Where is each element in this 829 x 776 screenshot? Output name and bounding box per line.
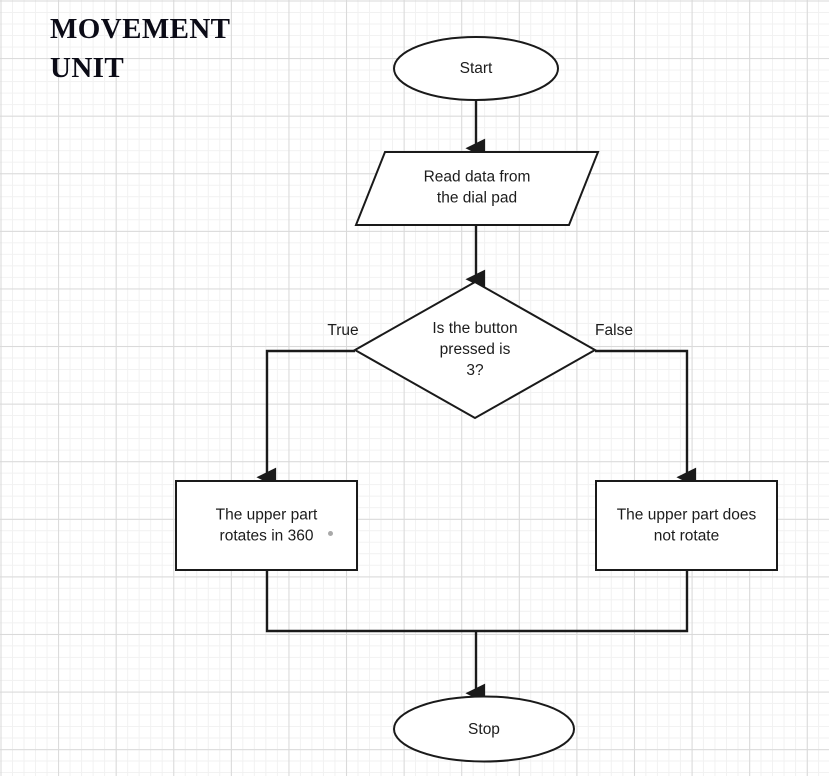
node-no-rotate[interactable]: The upper part does not rotate xyxy=(595,480,778,571)
scan-artifact-speck xyxy=(328,531,333,536)
stop-label: Stop xyxy=(468,721,500,738)
start-label: Start xyxy=(460,60,493,77)
start-terminator-shape[interactable] xyxy=(393,36,559,101)
read-data-io-shape[interactable] xyxy=(354,151,600,226)
node-stop[interactable]: Stop xyxy=(393,695,575,763)
no-rotate-line-1: The upper part does xyxy=(617,507,757,524)
decision-line-1: Is the button xyxy=(432,320,517,337)
edge-label-true: True xyxy=(327,322,358,339)
rotate-line-2: rotates in 360 xyxy=(220,528,314,545)
no-rotate-label: The upper part does not rotate xyxy=(617,507,757,545)
node-read-data[interactable]: Read data from the dial pad xyxy=(354,151,600,226)
read-data-line-2: the dial pad xyxy=(437,190,517,207)
connector-layer xyxy=(256,100,697,703)
stop-terminator-shape[interactable] xyxy=(393,695,575,763)
decision-line-2: pressed is xyxy=(440,341,511,358)
node-decision[interactable]: Is the button pressed is 3? xyxy=(352,280,598,420)
no-rotate-process-shape[interactable] xyxy=(595,480,778,571)
no-rotate-line-2: not rotate xyxy=(654,528,720,545)
rotate-label: The upper part rotates in 360 xyxy=(216,507,318,545)
edge-label-false: False xyxy=(595,322,633,339)
decision-line-3: 3? xyxy=(466,362,484,379)
node-rotate[interactable]: The upper part rotates in 360 xyxy=(175,480,358,571)
read-data-line-1: Read data from xyxy=(424,169,531,186)
page-title: MOVEMENT UNIT xyxy=(50,13,231,84)
rotate-line-1: The upper part xyxy=(216,507,318,524)
rotate-process-shape[interactable] xyxy=(175,480,358,571)
node-start[interactable]: Start xyxy=(393,36,559,101)
decision-diamond-shape[interactable] xyxy=(352,280,598,420)
edge-no-rotate-to-merge xyxy=(476,570,689,633)
edge-decision-true xyxy=(256,349,355,487)
edge-label-layer: True False xyxy=(327,322,633,339)
edge-rotate-to-merge xyxy=(265,570,476,633)
decision-label: Is the button pressed is 3? xyxy=(432,320,517,379)
edge-decision-false xyxy=(595,349,697,487)
read-data-label: Read data from the dial pad xyxy=(424,169,531,207)
